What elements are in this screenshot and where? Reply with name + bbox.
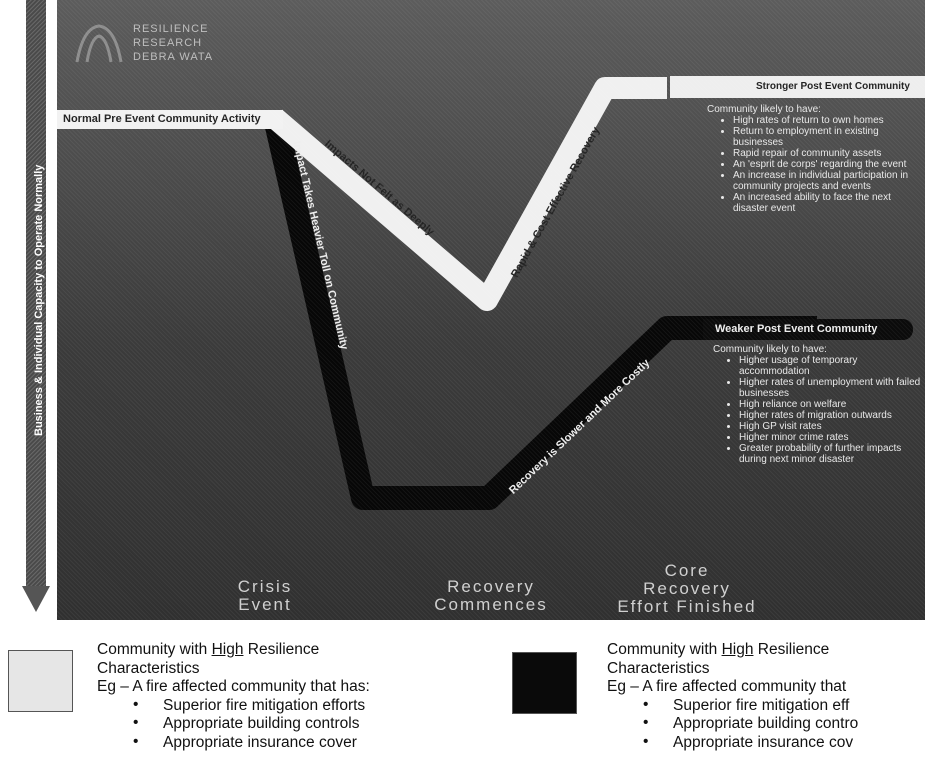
logo-line-1: RESILIENCE [133,23,209,35]
axis-arrow [22,0,50,612]
list-item: Higher usage of temporary accommodation [739,355,925,377]
stronger-community-list: Community likely to have: High rates of … [707,104,925,214]
diagram-panel: RESILIENCE RESEARCH DEBRA WATA Normal Pr… [57,0,925,620]
weaker-community-label: Weaker Post Event Community [703,319,913,340]
legend-dark-item: •Superior fire mitigation eff [643,695,850,714]
milestone-recovery-commences: Recovery Commences [434,577,548,614]
list-item: Greater probability of further impacts d… [739,443,925,465]
legend-dark-line2: Characteristics [607,659,710,677]
legend-light-line2: Characteristics [97,659,200,677]
list-item: An increased ability to face the next di… [733,192,925,214]
light-curve [267,77,667,311]
list-item: Return to employment in existing busines… [733,126,925,148]
legend-light-item: •Appropriate insurance cover [133,732,357,751]
list-item: High rates of return to own homes [733,115,925,126]
axis-label: Business & Individual Capacity to Operat… [33,164,45,436]
logo-line-2: RESEARCH [133,37,203,49]
list-item: Rapid repair of community assets [733,148,925,159]
list-item: High GP visit rates [739,421,925,432]
legend-light: Community with High Resilience Character… [97,641,467,752]
list-item: Higher minor crime rates [739,432,925,443]
stronger-list-intro: Community likely to have: [707,104,821,115]
logo: RESILIENCE RESEARCH DEBRA WATA [67,22,277,78]
list-item: Higher rates of migration outwards [739,410,925,421]
legend-light-line1: Community with High Resilience [97,641,320,658]
legend-dark-item: •Appropriate building contro [643,714,859,732]
logo-mark-icon [75,24,123,63]
stronger-community-label: Stronger Post Event Community [670,76,925,98]
list-item: An 'esprit de corps' regarding the event [733,159,925,170]
legend-dark-item: •Appropriate insurance cov [643,732,854,751]
legend-light-item: •Superior fire mitigation efforts [133,695,366,714]
legend-swatch-dark [512,652,577,714]
legend-light-item: •Appropriate building controls [133,714,360,732]
legend-light-line3: Eg – A fire affected community that has: [97,678,370,695]
weaker-community-list: Community likely to have: Higher usage o… [713,344,925,465]
list-item: Higher rates of unemployment with failed… [739,377,925,399]
list-item: High reliance on welfare [739,399,925,410]
legend-dark-line1: Community with High Resilience [607,641,830,658]
logo-line-3: DEBRA WATA [133,51,214,63]
legend-dark-line3: Eg – A fire affected community that [607,678,847,695]
list-item: An increase in individual participation … [733,170,925,192]
legend-dark: Community with High Resilience Character… [607,641,925,752]
start-label: Normal Pre Event Community Activity [57,110,283,129]
legend-swatch-light [8,650,73,712]
weaker-list-intro: Community likely to have: [713,344,827,355]
milestone-crisis-event: Crisis Event [237,577,293,614]
milestone-core-recovery-finished: Core Recovery Effort Finished [617,561,757,616]
